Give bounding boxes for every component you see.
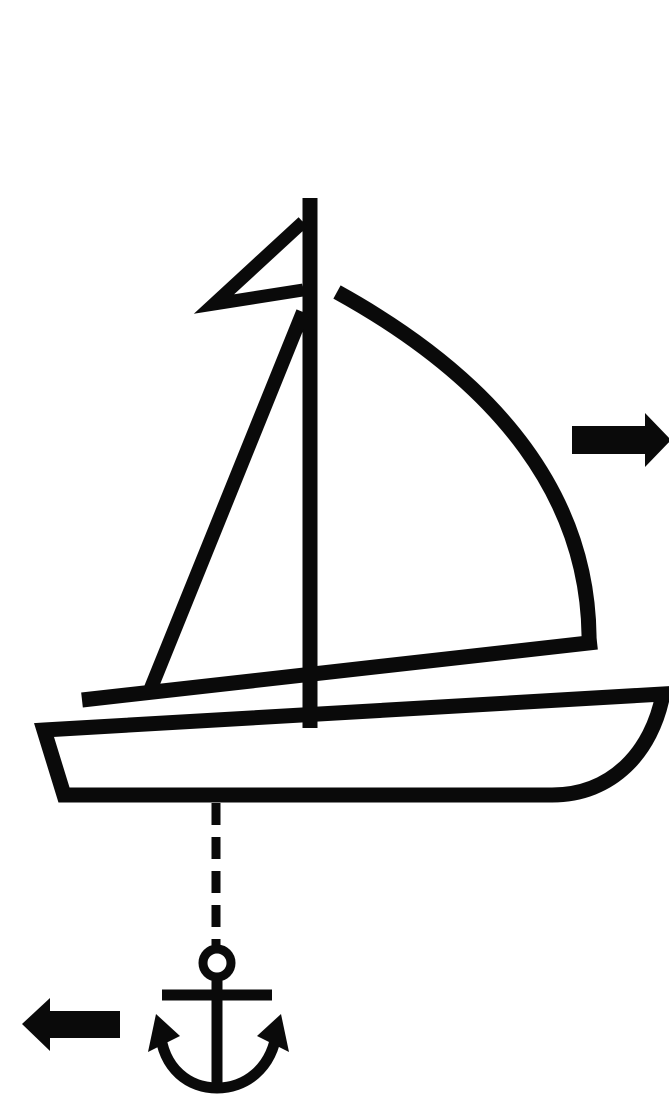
- arrow-left-shaft: [47, 1011, 120, 1038]
- arrow-left-icon: [22, 998, 120, 1051]
- flag-pennant: [214, 222, 303, 304]
- anchor-ring: [203, 949, 231, 977]
- arrow-right-head: [645, 413, 669, 467]
- jib-sail: [151, 312, 303, 688]
- main-sail: [337, 292, 589, 647]
- arrow-right-shaft: [572, 426, 648, 454]
- arrow-right-icon: [572, 413, 669, 467]
- anchor-icon: [148, 949, 289, 1088]
- arrow-left-head: [22, 998, 50, 1051]
- hull: [44, 694, 663, 795]
- sailboat-icon: [44, 198, 663, 795]
